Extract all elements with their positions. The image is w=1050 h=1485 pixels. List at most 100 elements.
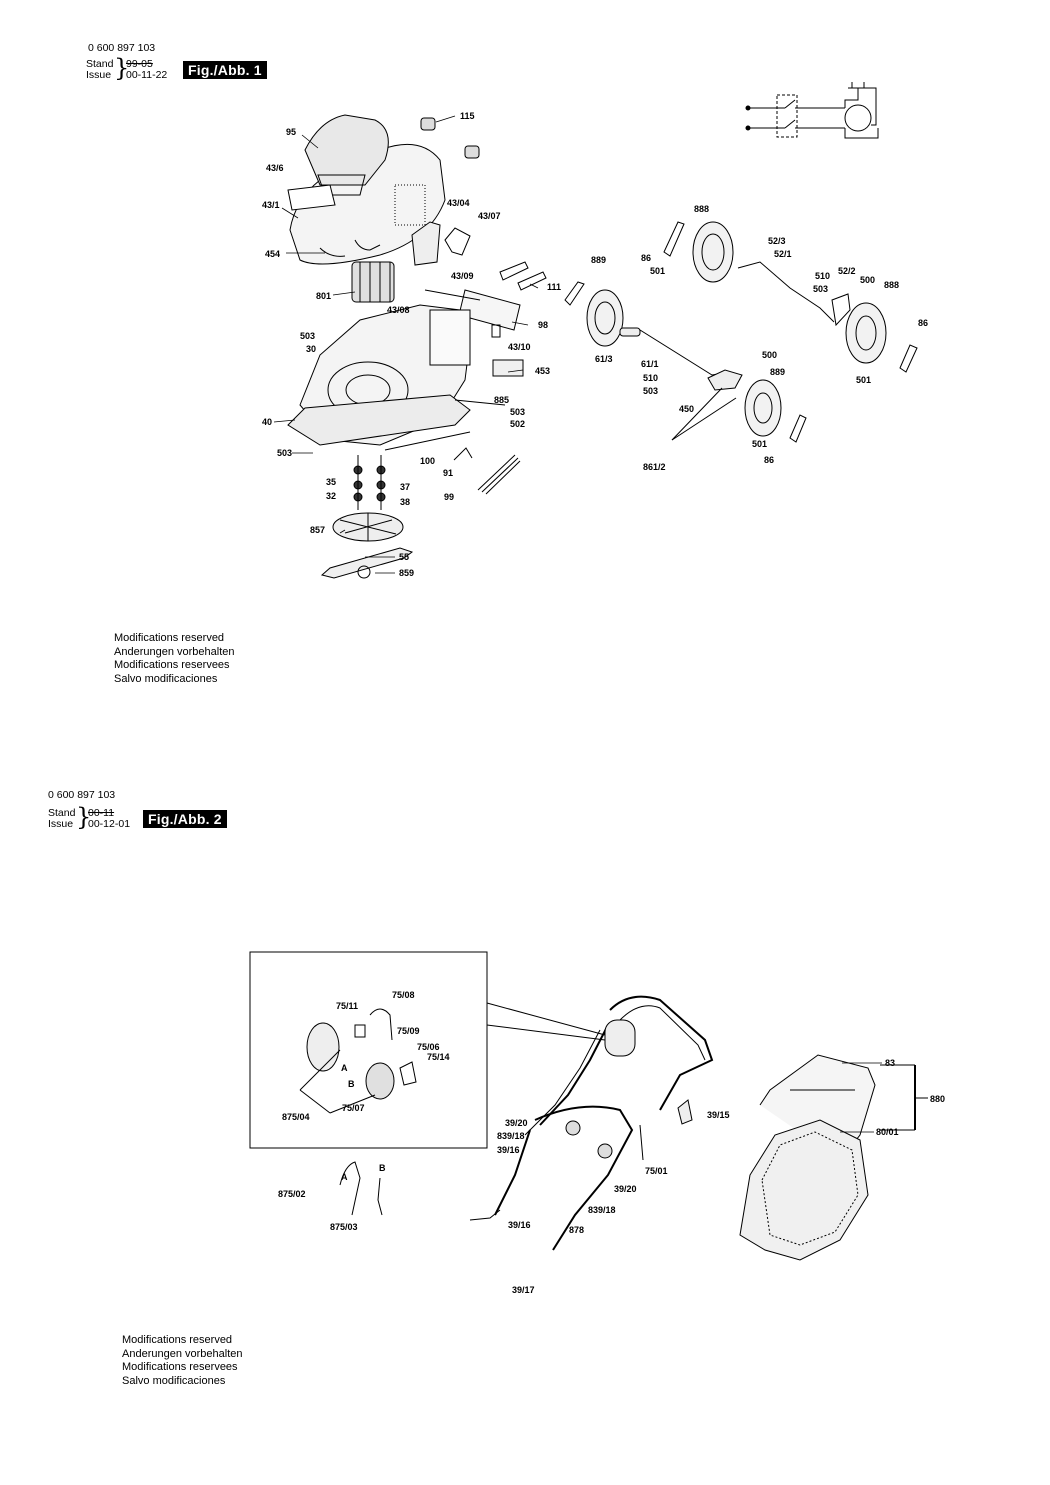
label: 888 [884, 280, 899, 290]
label: 32 [326, 491, 336, 501]
label: 510 [643, 373, 658, 383]
part-labels-fig1: 115 95 43/6 43/1 454 801 43/04 43/07 111… [262, 111, 928, 578]
label: 40 [262, 417, 272, 427]
label: 37 [400, 482, 410, 492]
modifications-2-line: Anderungen vorbehalten [122, 1347, 243, 1360]
label: 453 [535, 366, 550, 376]
stand-value-1: 99-05 [126, 58, 153, 70]
modifications-2: Modifications reserved Anderungen vorbeh… [122, 1334, 242, 1388]
wheel-left [564, 281, 624, 347]
mower-deck [287, 304, 506, 451]
label: 43/09 [451, 271, 474, 281]
label: 801 [316, 291, 331, 301]
switch-housing-detail [299, 1008, 417, 1114]
modifications-2-line: Modifications reserved [122, 1334, 233, 1346]
label: 39/17 [512, 1285, 535, 1295]
label: 503 [643, 386, 658, 396]
label: 115 [460, 111, 475, 121]
label: 839/18 [497, 1131, 525, 1141]
modifications-2-line: Salvo modificaciones [122, 1374, 226, 1387]
label: 501 [650, 266, 665, 276]
label: 83 [885, 1058, 895, 1068]
label: A [341, 1172, 348, 1182]
label: 39/20 [505, 1118, 528, 1128]
modifications-1: Modifications reserved Anderungen vorbeh… [114, 632, 234, 686]
motor-hood [287, 114, 446, 265]
label: 86 [764, 455, 774, 465]
detail-inset-box [249, 951, 488, 1149]
label: 880 [930, 1094, 945, 1104]
wheel-right-bottom [744, 379, 807, 443]
leader-lines [273, 115, 882, 1133]
label: 75/09 [397, 1026, 420, 1036]
label: 39/16 [508, 1220, 531, 1230]
label: 35 [326, 477, 336, 487]
fan-857 [332, 512, 404, 542]
part-number-2: 0 600 897 103 [48, 789, 116, 801]
label: 500 [860, 275, 875, 285]
cables [339, 1161, 383, 1216]
label: 52/2 [838, 266, 856, 276]
label: 503 [510, 407, 525, 417]
label: 503 [300, 331, 315, 341]
label: 875/02 [278, 1189, 306, 1199]
label: 75/01 [645, 1166, 668, 1176]
modifications-2-line: Modifications reservees [122, 1361, 238, 1373]
label: 75/11 [336, 1001, 358, 1011]
caps-115 [420, 117, 480, 159]
label: 503 [813, 284, 828, 294]
wheel-top [663, 221, 734, 283]
part-number-1: 0 600 897 103 [88, 42, 156, 54]
label: 450 [679, 404, 694, 414]
label: 61/3 [595, 354, 613, 364]
wheel-right-top [845, 302, 918, 373]
motor-unit [351, 261, 395, 303]
label: 75/07 [342, 1103, 365, 1113]
label: 55 [399, 552, 409, 562]
brace-2: } [76, 803, 92, 831]
spring-99 [453, 447, 521, 495]
label: 43/6 [266, 163, 284, 173]
label: 454 [265, 249, 280, 259]
modifications-1-line: Salvo modificaciones [114, 672, 218, 685]
label: 100 [420, 456, 435, 466]
stand-label-1: Stand [86, 58, 114, 70]
label: 43/04 [447, 198, 470, 208]
axle-brackets [671, 387, 737, 441]
label: 859 [399, 568, 414, 578]
grass-box [739, 1054, 928, 1261]
label: A [341, 1063, 348, 1073]
brackets [411, 221, 547, 377]
label: 39/15 [707, 1110, 730, 1120]
label: 43/10 [508, 342, 531, 352]
issue-value-1: 00-11-22 [126, 69, 168, 81]
label: 501 [752, 439, 767, 449]
label: 889 [770, 367, 785, 377]
modifications-1-line: Anderungen vorbehalten [114, 645, 235, 658]
label: 878 [569, 1225, 584, 1235]
label: 861/2 [643, 462, 666, 472]
blade-55 [320, 547, 414, 579]
label: 80/01 [876, 1127, 899, 1137]
label: 502 [510, 419, 525, 429]
label: 75/06 [417, 1042, 440, 1052]
label: 75/08 [392, 990, 415, 1000]
label: 43/08 [387, 305, 410, 315]
label: 52/3 [768, 236, 786, 246]
label: 888 [694, 204, 709, 214]
label: 503 [277, 448, 292, 458]
label: 38 [400, 497, 410, 507]
issue-label-1: Issue [86, 69, 112, 81]
label: 889 [591, 255, 606, 265]
label: 875/03 [330, 1222, 358, 1232]
label: 75/14 [427, 1052, 450, 1062]
label: B [379, 1163, 386, 1173]
stand-label-2: Stand [48, 807, 76, 819]
label: 500 [762, 350, 777, 360]
label: B [348, 1079, 355, 1089]
label: 43/1 [262, 200, 280, 210]
label: 61/1 [641, 359, 659, 369]
axles [619, 261, 851, 391]
stand-value-2: 00-11 [88, 807, 115, 819]
